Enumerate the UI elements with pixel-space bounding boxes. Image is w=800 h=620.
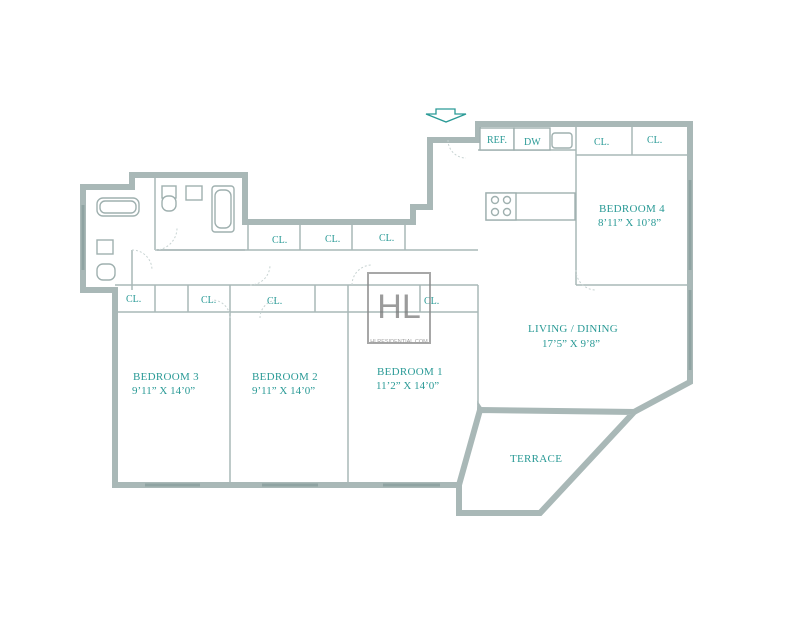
terrace-outline — [456, 406, 641, 516]
room-name-bedroom4: BEDROOM 4 — [599, 203, 665, 215]
ref-label: REF. — [487, 135, 507, 146]
closet-label: CL. — [272, 235, 287, 246]
closet-label: CL. — [126, 294, 141, 305]
watermark-logo: HL HLRESIDENTIAL.COM — [367, 272, 431, 345]
room-dims-bedroom1: 11’2” X 14’0” — [376, 380, 439, 392]
room-dims-bedroom3: 9’11” X 14’0” — [132, 385, 195, 397]
room-dims-bedroom2: 9’11” X 14’0” — [252, 385, 315, 397]
dw-label: DW — [524, 137, 541, 148]
room-dims-bedroom4: 8’11” X 10’8” — [598, 217, 661, 229]
room-name-bedroom2: BEDROOM 2 — [252, 371, 318, 383]
entry-arrow-icon — [425, 108, 467, 123]
closet-label: CL. — [201, 295, 216, 306]
closet-label: CL. — [267, 296, 282, 307]
room-name-living: LIVING / DINING — [528, 323, 618, 335]
watermark-site: HLRESIDENTIAL.COM — [370, 339, 428, 345]
closet-label: CL. — [594, 137, 609, 148]
windows — [81, 180, 692, 487]
interior-walls — [115, 124, 690, 485]
room-name-terrace: TERRACE — [510, 453, 562, 465]
closet-label: CL. — [647, 135, 662, 146]
watermark-mark: HL — [377, 288, 420, 326]
room-dims-living: 17’5” X 9’8” — [542, 338, 600, 350]
closet-label: CL. — [424, 296, 439, 307]
closet-label: CL. — [325, 234, 340, 245]
room-name-bedroom1: BEDROOM 1 — [377, 366, 443, 378]
bathroom-fixtures — [96, 185, 235, 281]
door-swings — [131, 139, 597, 319]
kitchen-counter — [479, 127, 576, 221]
room-name-bedroom3: BEDROOM 3 — [133, 371, 199, 383]
closet-label: CL. — [379, 233, 394, 244]
